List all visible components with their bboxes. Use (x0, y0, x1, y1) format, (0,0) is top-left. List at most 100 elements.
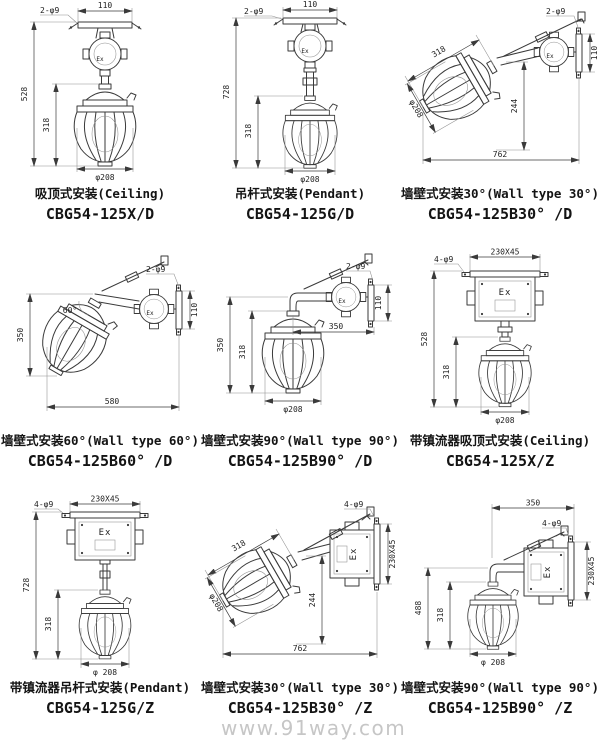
ex-marking: Ex (499, 288, 512, 298)
dim-reach: 350 (292, 315, 375, 335)
dim-width: 110 (77, 1, 133, 21)
drawing-wall90-z: Ex 350 4-φ9 230X (414, 499, 596, 668)
dim-lamp: 318 (404, 34, 495, 108)
dim-lamp: 318 (204, 528, 295, 602)
dim-span: 580 (46, 335, 180, 411)
angle-mark: 60° (63, 300, 89, 316)
cell-wall30-z: Ex 318 φ208 4-φ9 (200, 494, 400, 741)
stay-rod (503, 11, 586, 57)
dim-holes: 4-φ9 (542, 519, 571, 541)
dim-label: 762 (493, 150, 508, 159)
dim-label: 318 (238, 345, 247, 360)
model-code: CBG54-125B90° /D (227, 452, 373, 470)
pendant-rod (302, 67, 318, 97)
dim-label: φ208 (207, 592, 225, 613)
dim-dia: φ208 (284, 135, 336, 184)
ex-marking: Ex (546, 53, 554, 60)
dim-holes: 2-φ9 (346, 262, 374, 282)
stay-rod (303, 253, 373, 290)
arm (297, 543, 331, 561)
caption: 墙壁式安装90°(Wall type 90°) (401, 680, 599, 695)
dim-label: φ 208 (481, 658, 505, 667)
dim-holes: 2-φ9 (244, 7, 283, 20)
ex-marking: Ex (338, 298, 346, 305)
dim-height: 728 (222, 17, 303, 169)
dim-plate: 230X45 (69, 495, 141, 511)
ballast-box (66, 517, 144, 561)
dim-label: 110 (303, 0, 318, 9)
drawing-wall60-d: Ex 60° 2-φ9 110 (16, 255, 199, 411)
lamp (78, 589, 132, 660)
ex-marking: Ex (96, 56, 104, 63)
dim-label: 2-φ9 (346, 262, 365, 271)
dim-plate: 110 (583, 33, 599, 73)
caption: 墙壁式安装30°(Wall type 30°) (201, 680, 399, 695)
dim-lamp: 318 (244, 95, 303, 169)
dim-plate: 230X45 (469, 248, 541, 270)
junction-box (325, 276, 369, 318)
dim-label: 230X45 (388, 539, 397, 568)
mounting-plate (68, 21, 142, 39)
cell-wall90-z: Ex 350 4-φ9 230X (400, 494, 600, 741)
dim-drop: 244 (296, 555, 326, 645)
dim-label: 60° (63, 306, 77, 315)
dim-label: φ208 (495, 416, 514, 425)
ex-marking: Ex (146, 310, 154, 317)
dim-label: 4-φ9 (344, 500, 363, 509)
dim-label: 350 (16, 328, 25, 343)
dim-label: 4-φ9 (542, 519, 561, 528)
dim-label: φ 208 (93, 668, 117, 677)
ex-marking: Ex (301, 48, 309, 55)
dim-label: 350 (329, 322, 344, 331)
dim-label: φ208 (95, 173, 114, 182)
cell-pendant-d: Ex 110 2-φ9 728 (200, 0, 400, 247)
dim-label: 110 (374, 296, 383, 311)
wall-plate (567, 535, 575, 607)
dim-label: 4-φ9 (34, 500, 53, 509)
lamp (73, 83, 137, 167)
drawing-pendant-z: Ex 230X45 4-φ9 728 (22, 495, 149, 677)
drawing-pendant-d: Ex 110 2-φ9 728 (222, 0, 347, 184)
stay-rod (503, 525, 569, 561)
model-code: CBG54-125B30° /D (427, 205, 573, 223)
dim-dia: φ208 (264, 357, 322, 414)
dim-label: 4-φ9 (434, 255, 453, 264)
dim-label: 728 (222, 85, 231, 100)
dim-label: 318 (244, 124, 253, 139)
dim-dia: φ 208 (80, 628, 130, 677)
drawing-wall30-d: Ex 318 φ208 2-φ9 (404, 7, 599, 164)
dim-label: 2-φ9 (146, 265, 165, 274)
cell-wall30-d: Ex 318 φ208 2-φ9 (400, 0, 600, 247)
cell-wall60-d: Ex 60° 2-φ9 110 (0, 247, 200, 494)
dim-label: 2-φ9 (244, 7, 263, 16)
ballast-box (329, 521, 375, 587)
dim-label: 110 (590, 46, 599, 61)
dim-height: 350 (216, 296, 288, 394)
watermark: www.91way.com (221, 716, 407, 740)
ballast-box (466, 276, 544, 322)
dim-plate: 230X45 (575, 541, 596, 601)
dim-span: 762 (422, 78, 580, 164)
dim-label: 318 (436, 608, 445, 623)
pendant-rod (99, 559, 111, 591)
cell-ceiling-d: Ex 110 2-φ9 528 318 (0, 0, 200, 247)
caption: 墙壁式安装90°(Wall type 90°) (201, 433, 399, 448)
dim-lamp: 318 (44, 589, 98, 660)
arm (496, 47, 541, 66)
ex-marking: Ex (349, 548, 359, 561)
dim-plate: 230X45 (381, 523, 397, 585)
dim-plate: 110 (374, 284, 392, 322)
dim-label: 728 (22, 578, 31, 593)
dim-dia: φ208 (76, 128, 134, 182)
ex-marking: Ex (543, 566, 553, 579)
drawing-ceiling-d: Ex 110 2-φ9 528 318 (20, 1, 142, 182)
junction-box (73, 31, 137, 167)
dim-height: 728 (22, 511, 98, 660)
arm (94, 293, 140, 310)
stay-rod (303, 506, 375, 551)
mounting-plate (61, 511, 149, 519)
dim-label: 350 (526, 499, 541, 508)
wall-plate (367, 278, 375, 328)
model-code: CBG54-125B60° /D (27, 452, 173, 470)
